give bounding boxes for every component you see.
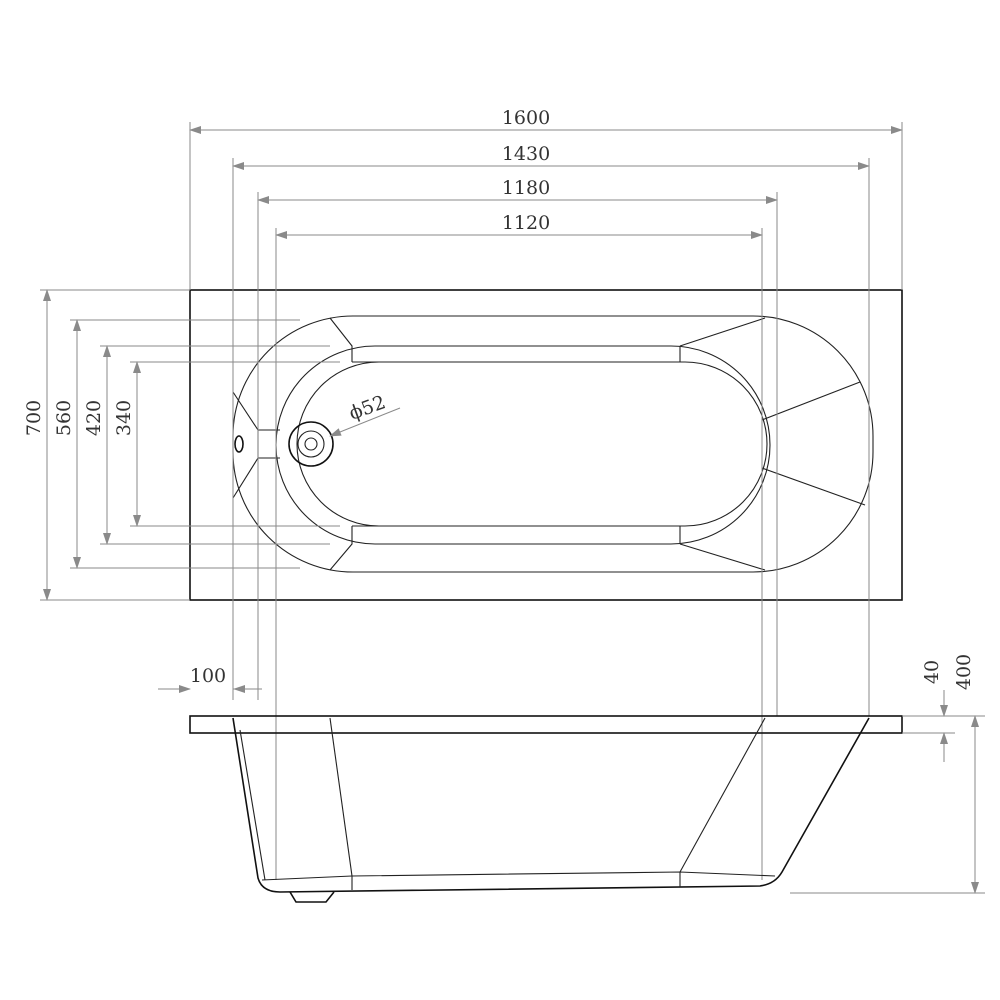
offset-dimension: 100	[158, 665, 262, 693]
tub-inner-basin	[275, 345, 771, 545]
tub-base-floor	[296, 361, 768, 527]
dim-40: 40	[921, 660, 943, 684]
drain-outer	[288, 421, 334, 467]
width-dimensions: 700 560 420 340	[23, 289, 141, 601]
dim-1180: 1180	[502, 177, 550, 199]
drain-diameter-label: ϕ52	[346, 391, 388, 424]
drain-middle	[297, 430, 325, 458]
dim-400: 400	[953, 654, 975, 690]
side-rim	[189, 715, 903, 734]
dim-1430: 1430	[502, 143, 550, 165]
dim-1600: 1600	[502, 107, 550, 129]
top-view: ϕ52	[189, 289, 903, 601]
dim-1120: 1120	[502, 212, 550, 234]
side-body	[232, 717, 870, 893]
dim-560: 560	[53, 400, 75, 436]
dim-700: 700	[23, 400, 45, 436]
height-dimensions: 40 400	[790, 654, 985, 894]
dim-340: 340	[113, 400, 135, 436]
width-extension-lines	[40, 289, 340, 601]
side-drain-foot	[289, 891, 335, 903]
overflow-hole	[234, 435, 244, 453]
length-dimensions: 1600 1430 1180 1120	[189, 107, 903, 239]
side-view	[189, 715, 903, 903]
dim-100: 100	[190, 665, 226, 687]
horizontal-extension-lines	[189, 122, 903, 880]
dim-420: 420	[83, 400, 105, 436]
drain-inner	[304, 437, 318, 451]
tub-outer-rim	[189, 289, 903, 601]
